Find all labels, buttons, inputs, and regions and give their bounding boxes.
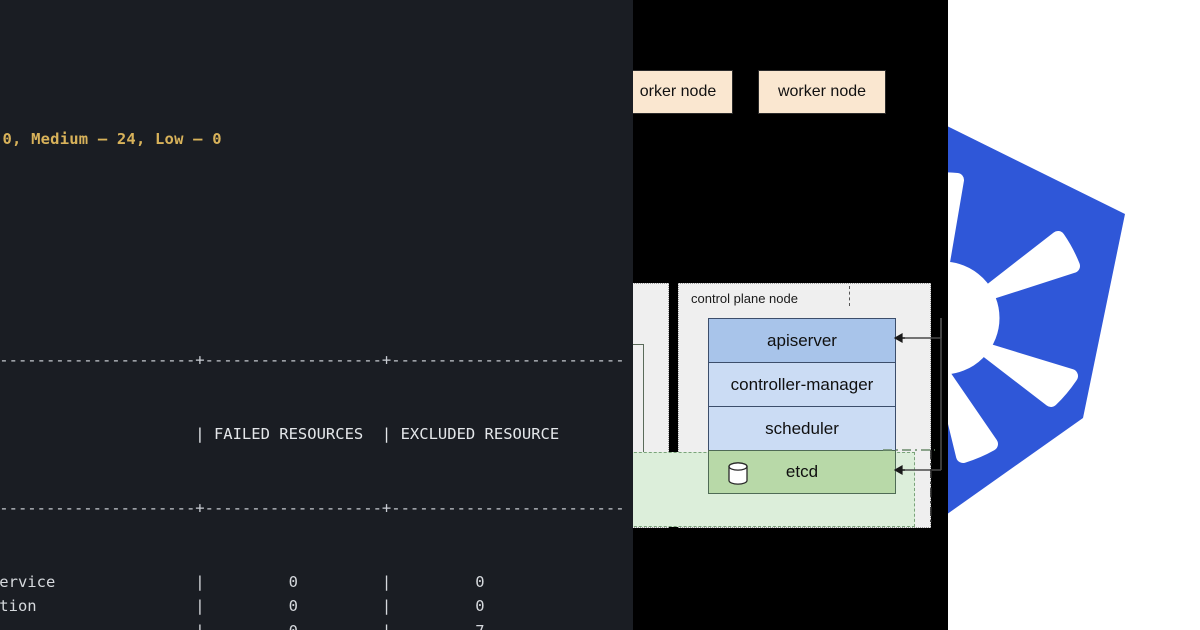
control-plane-tick-icon [849, 286, 850, 306]
blank-line-1 [0, 201, 633, 226]
component-etcd: etcd [708, 450, 896, 494]
component-controller-manager-label: controller-manager [730, 374, 874, 394]
worker-node-1: orker node [633, 70, 733, 114]
worker-node-2: worker node [758, 70, 886, 114]
terminal-output: 13, Skipped: 2) cal — 0, High — 0, Mediu… [0, 4, 633, 630]
blank-line-2 [0, 275, 633, 300]
component-etcd-label: etcd [785, 462, 819, 481]
component-apiserver: apiserver [708, 318, 896, 362]
component-scheduler-label: scheduler [765, 418, 839, 438]
architecture-diagram-panel: orker node worker node control plane nod… [633, 0, 948, 630]
control-plane-node-label: control plane node [691, 291, 798, 306]
control-plane-components: apiserver controller-manager scheduler e… [708, 318, 896, 494]
component-apiserver-label: apiserver [767, 330, 837, 350]
table-row: t TLS authentication | 0 | 0 [0, 597, 485, 616]
connector-arrows [883, 318, 942, 525]
logo-panel [948, 0, 1200, 630]
table-rule-top: -------------------------------------+--… [0, 351, 625, 370]
table-row: | 0 | 7 [0, 619, 633, 630]
kubernetes-logo-icon [948, 126, 1125, 514]
table-body: ess to Kubelet service | 0 | 0 t TLS aut… [0, 570, 633, 630]
table-rule-header: -------------------------------------+--… [0, 498, 625, 517]
worker-node-2-label: worker node [777, 83, 867, 100]
table-header-row: L NAME | FAILED RESOURCES | EXCLUDED RES… [195, 425, 560, 444]
summary-line-severity: cal — 0, High — 0, Medium — 24, Low — 0 [2, 129, 222, 148]
worker-node-1-label: orker node [639, 83, 717, 100]
terminal-panel[interactable]: 13, Skipped: 2) cal — 0, High — 0, Mediu… [0, 0, 633, 630]
component-scheduler: scheduler [708, 406, 896, 450]
component-controller-manager: controller-manager [708, 362, 896, 406]
database-cylinder-icon [728, 462, 748, 485]
table-row: ess to Kubelet service | 0 | 0 [0, 572, 485, 591]
summary-line-counts: 13, Skipped: 2) [0, 53, 633, 78]
